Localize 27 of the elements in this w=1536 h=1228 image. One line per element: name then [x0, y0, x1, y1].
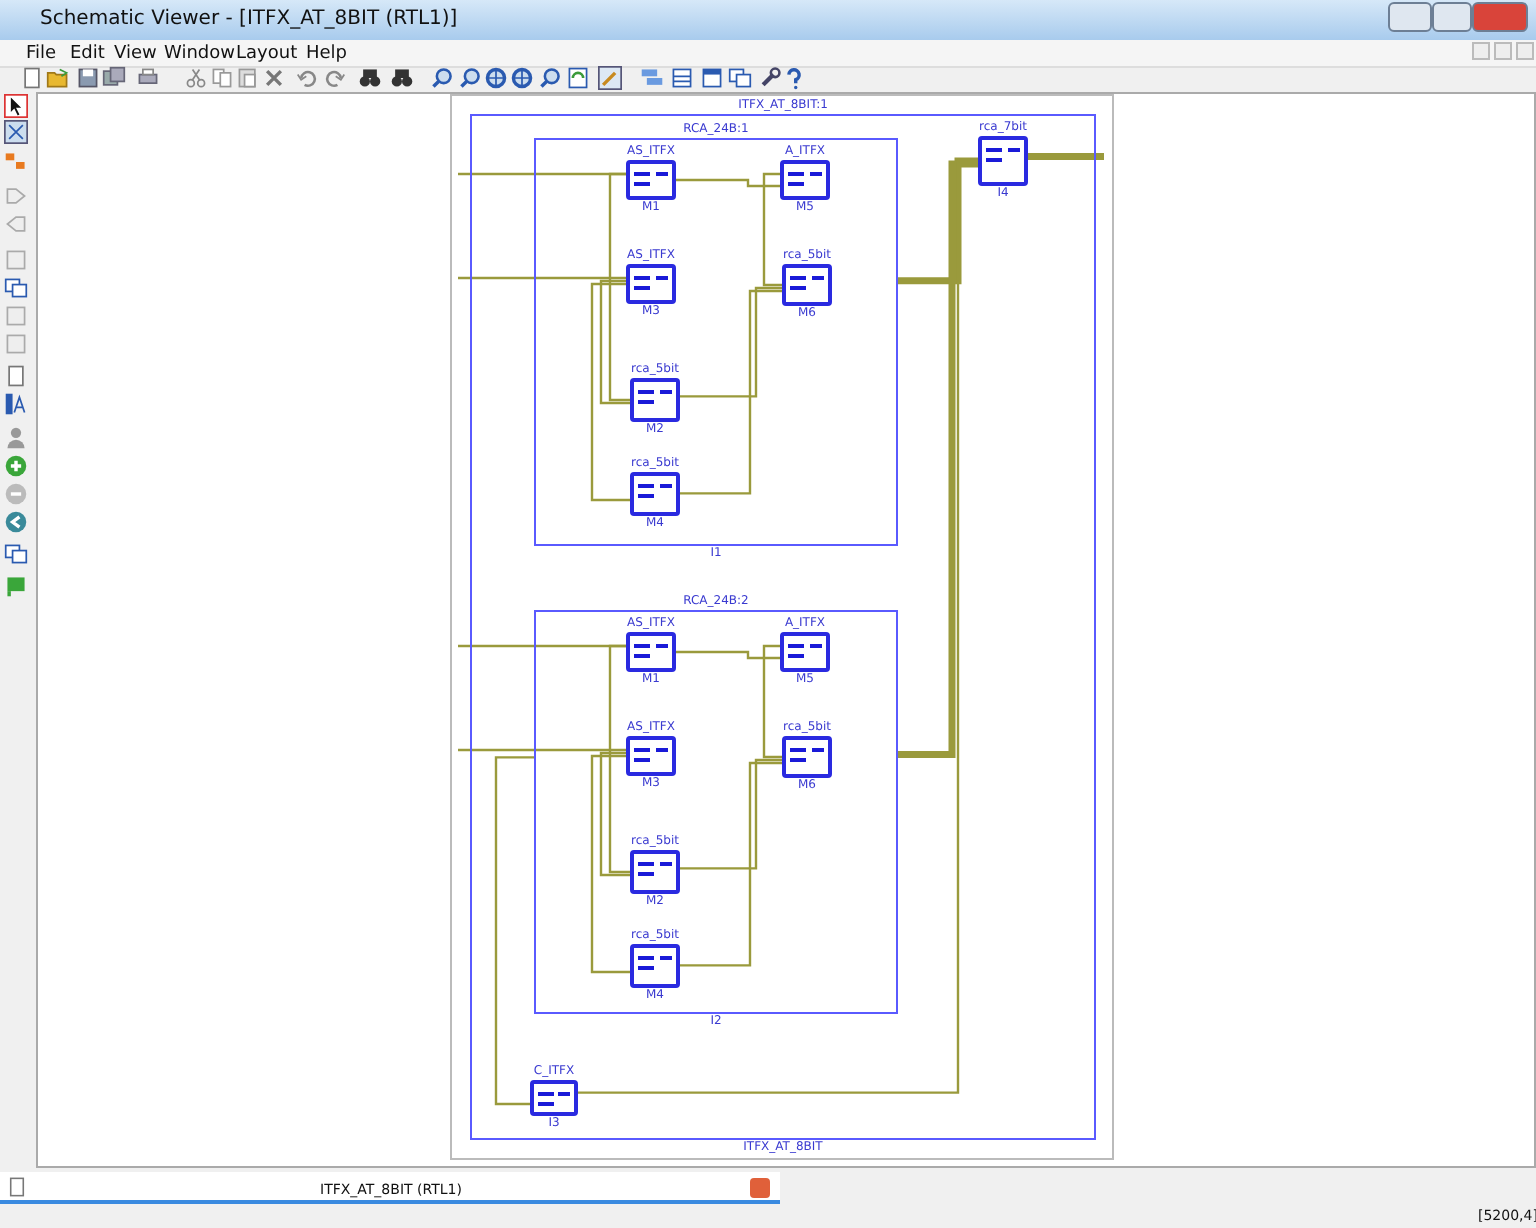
wire — [608, 644, 630, 874]
wire — [680, 286, 782, 398]
menu-item: Edit — [70, 44, 105, 64]
wire — [599, 751, 630, 877]
menu-item: Help — [306, 44, 348, 64]
wire — [680, 758, 782, 870]
wire — [590, 282, 630, 502]
wire — [680, 761, 782, 967]
menu-item: File — [26, 44, 57, 64]
wire — [1028, 153, 1104, 160]
window-title: Schematic Viewer - [ITFX_AT_8BIT (RTL1)] — [40, 8, 458, 30]
wire — [494, 756, 534, 1106]
wire — [680, 289, 782, 495]
menu-item: Window — [164, 44, 235, 64]
wire — [676, 178, 780, 188]
wire — [458, 276, 626, 280]
wire — [599, 279, 630, 405]
wire — [608, 172, 630, 402]
menu-item: Layout — [236, 44, 298, 64]
menu-item: View — [114, 44, 157, 64]
wire — [590, 754, 630, 974]
wire — [762, 644, 782, 759]
wire — [458, 748, 626, 752]
wire — [676, 650, 780, 660]
wire — [898, 160, 978, 758]
wire — [898, 157, 978, 285]
wire — [762, 172, 782, 287]
